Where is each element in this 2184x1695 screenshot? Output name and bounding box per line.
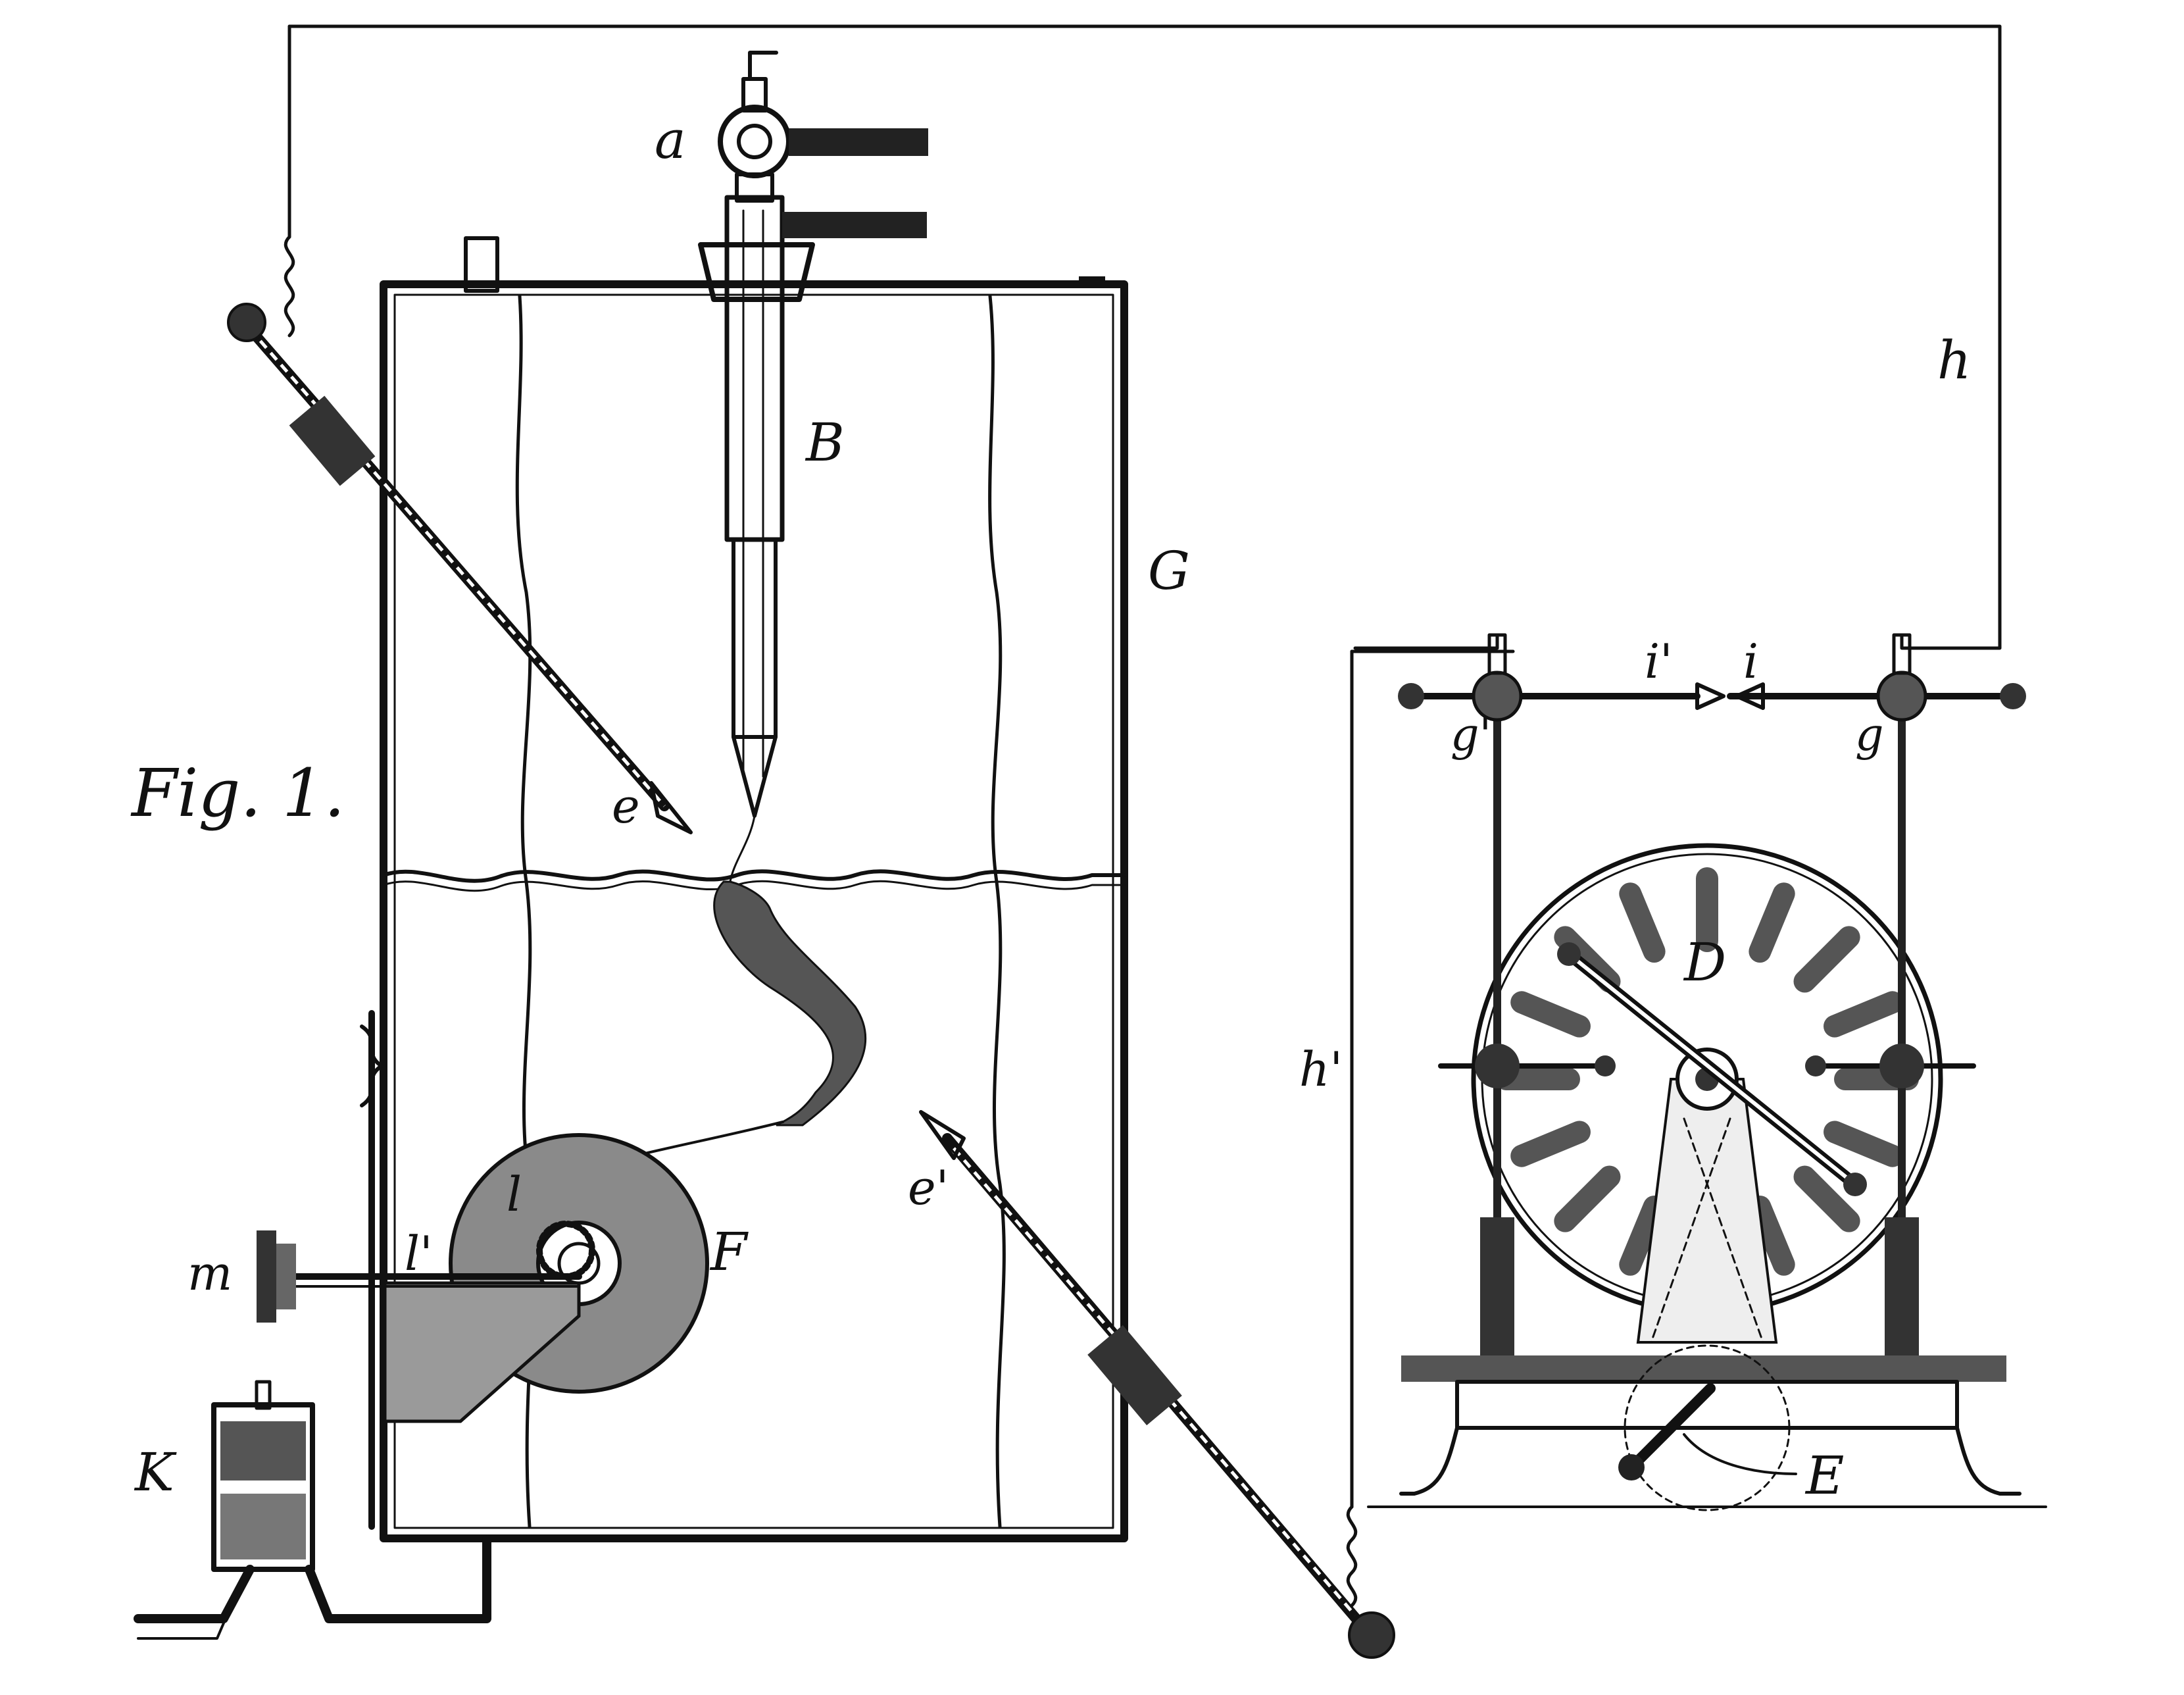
label-m: m: [187, 1246, 232, 1301]
disc-sector: [1824, 1121, 1904, 1167]
wire-h: [287, 24, 2002, 653]
label-e: e: [612, 778, 640, 834]
machine-D: [1353, 633, 2047, 1511]
label-G: G: [1148, 540, 1190, 601]
label-l: l: [507, 1167, 522, 1222]
tube-B: [538, 51, 928, 1186]
figure-title: Fig. 1.: [130, 755, 345, 832]
label-i-prime: i': [1645, 634, 1673, 689]
disc-sector: [1749, 882, 1795, 963]
label-h: h: [1937, 330, 1972, 391]
label-E: E: [1804, 1445, 1844, 1506]
label-a: a: [655, 109, 686, 170]
disc-sector: [1793, 926, 1860, 993]
label-g: g: [1855, 709, 1884, 761]
electrode-e: [227, 24, 693, 834]
label-e-prime: e': [908, 1160, 949, 1215]
drum-F: [257, 1010, 709, 1530]
labels: Fig. 1. a B G h h' i' i g' g D E e e' F …: [130, 109, 1972, 1506]
electrode-e-prime: [919, 649, 1395, 1659]
disc-sector: [1793, 1165, 1860, 1232]
label-h-prime: h': [1299, 1042, 1343, 1097]
label-K: K: [134, 1442, 177, 1503]
disc-sector: [1749, 1196, 1795, 1276]
label-i: i: [1743, 634, 1758, 689]
disc-sector: [1510, 1121, 1591, 1167]
vessel-G: [380, 236, 1128, 1542]
label-g-prime: g': [1451, 709, 1491, 761]
label-l-prime: l': [405, 1226, 433, 1281]
disc-sector: [1619, 1196, 1666, 1276]
disc-sector: [1619, 882, 1666, 963]
pump-K: [134, 1380, 491, 1640]
label-B: B: [805, 412, 845, 473]
disc-sector: [1554, 1165, 1621, 1232]
disc-sector: [1824, 991, 1904, 1038]
label-D: D: [1683, 932, 1726, 993]
disc-sector: [1510, 991, 1591, 1038]
label-F: F: [709, 1221, 749, 1282]
